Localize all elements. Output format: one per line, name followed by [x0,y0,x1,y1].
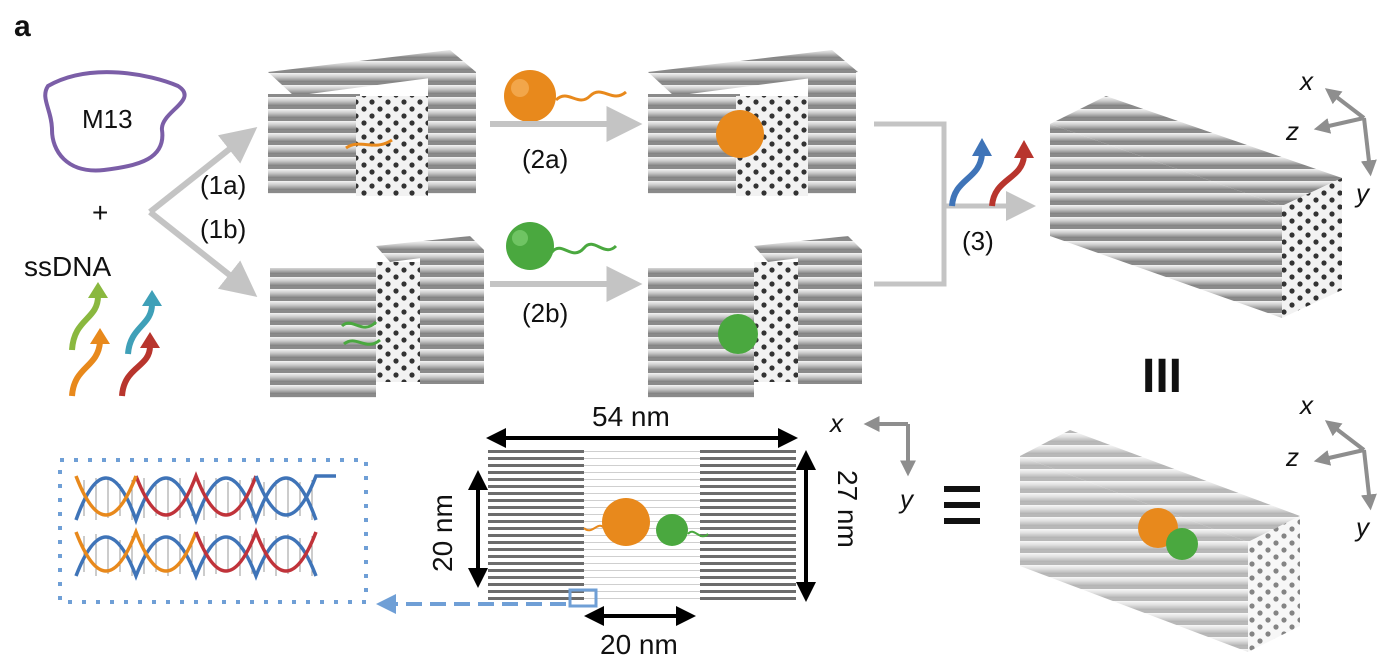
helix-detail-inset [58,458,368,604]
axis-x-label-2: x [1298,390,1314,420]
cross-section-protein-green [656,514,688,546]
m13-label: M13 [82,104,133,134]
axis-z-arrow [1313,116,1365,134]
axis-x-label-3: x [828,408,844,438]
step-1b-label: (1b) [200,214,246,244]
arrow-step-1b [148,209,258,297]
staple-strands [69,282,162,397]
helix-strand-blue-top-end [254,474,336,517]
assembled-origami [1050,96,1342,318]
origami-half-1a [268,50,476,196]
axis-x-label: x [1298,66,1314,96]
step-3-staples [949,138,1034,207]
plus-sign: + [92,197,108,228]
embedded-protein-green [1166,528,1198,560]
arrow-step-1a [148,127,258,215]
panel-label: a [14,10,31,43]
axis-x-arrow [1324,88,1366,120]
dim-20-left-label: 20 nm [427,494,458,572]
helix-strand-red-bottom [194,527,318,573]
helix-rungs [83,478,313,576]
step-2a-label: (2a) [522,144,568,174]
axis-z-label-2: z [1285,442,1299,472]
axes-top: x z y [1285,66,1377,208]
cross-section-protein-orange [602,498,650,546]
axis-y-label-3: y [898,484,915,514]
step-1a-label: (1a) [200,170,246,200]
staple-strand-teal [125,303,155,355]
transparent-origami [1020,430,1300,652]
helix-strand-orange-top [74,475,138,517]
origami-half-2b [648,236,862,398]
axis-y-arrow [1360,117,1377,177]
staple-strand-orange [69,341,103,397]
step-2b-label: (2b) [522,298,568,328]
equivalence-vertical: III [1142,350,1182,403]
dim-54-label: 54 nm [592,401,670,432]
staple-arrowhead-orange [90,328,110,344]
dim-20-bottom-label: 20 nm [600,629,678,660]
helix-strand-red-top [134,471,258,517]
m13-scaffold-loop [43,70,187,173]
origami-half-1b [270,236,484,398]
helix-strand-blue-top [74,476,318,526]
cross-section [488,450,796,608]
protein-orange-with-tether [504,70,627,122]
axis-y-label-2: y [1354,512,1371,542]
staple-arrowhead-lime [88,282,108,298]
staple-strand-red [119,345,153,397]
step-3-label: (3) [962,226,994,256]
dim-27-label: 27 nm [832,470,863,548]
zoom-box [568,588,598,608]
axis-y-label: y [1354,178,1371,208]
staple-arrowhead-teal [142,290,162,306]
helix-strand-blue-bottom [74,535,318,581]
merge-connector [874,121,1024,287]
axes-bottom-middle: x y [828,408,916,514]
axis-z-label: z [1285,116,1299,146]
ssdna-label: ssDNA [24,251,111,282]
protein-green-with-tether [506,222,618,270]
staple-arrowhead-red [140,332,160,348]
origami-half-2a [648,50,858,196]
staple-strand-lime [69,295,101,351]
equivalence-horizontal [944,486,980,524]
helix-strand-orange-bottom [74,527,198,573]
axes-bottom-right: x z y [1285,390,1377,542]
